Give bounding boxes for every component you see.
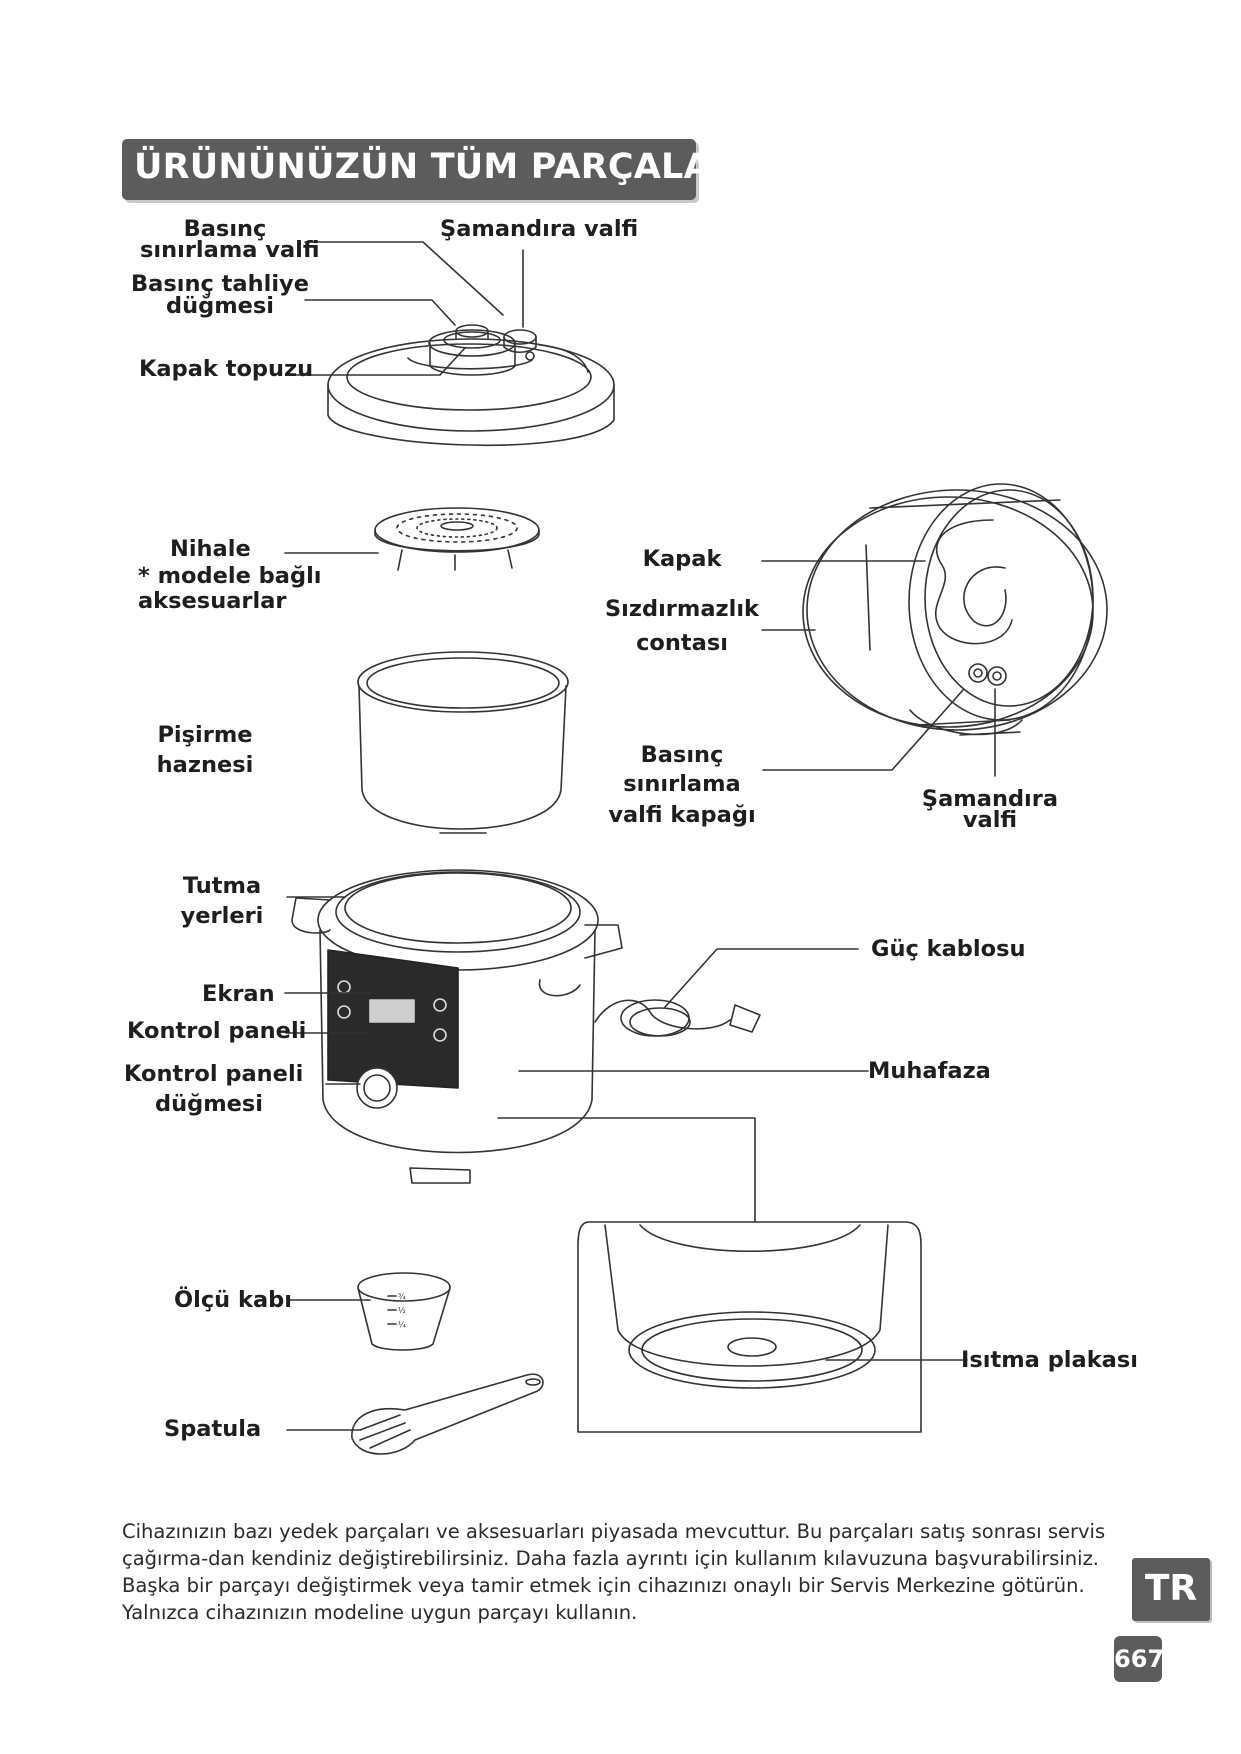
footer-note: Cihazınızın bazı yedek parçaları ve akse… — [122, 1520, 1106, 1624]
cup-mark-half: ½ — [398, 1306, 406, 1315]
lid-top-drawing — [327, 324, 615, 446]
label-cooking-bowl: Pişirme haznesi — [156, 722, 254, 779]
cup-mark-quarter: ¼ — [398, 1320, 406, 1329]
label-handles: Tutma yerleri — [180, 873, 264, 930]
label-float-valve-bottom: Şamandıra valfi — [921, 786, 1059, 834]
label-float-valve-top: Şamandıra valfi — [440, 216, 639, 242]
measuring-cup-drawing — [357, 1272, 451, 1351]
lid-underside-drawing — [802, 483, 1108, 736]
label-display: Ekran — [202, 981, 275, 1007]
label-pressure-valve-cap: Basınç sınırlama valfi kapağı — [608, 742, 756, 828]
label-measuring-cup: Ölçü kabı — [174, 1287, 292, 1313]
heating-plate-inset-drawing — [577, 1221, 922, 1433]
label-heating-plate: Isıtma plakası — [961, 1347, 1138, 1373]
label-housing: Muhafaza — [868, 1058, 991, 1084]
label-control-knob: Kontrol paneli düğmesi — [124, 1061, 304, 1118]
language-tab: TR — [1132, 1558, 1210, 1621]
steam-rack-drawing — [374, 507, 540, 571]
label-sealing-ring: Sızdırmazlık contası — [604, 596, 760, 657]
label-lid-knob: Kapak topuzu — [139, 356, 314, 382]
label-pressure-limiting-valve: Basınç sınırlama valfi — [140, 216, 320, 264]
section-title: ÜRÜNÜNÜZÜN TÜM PARÇALARI — [134, 147, 752, 187]
cooker-body-drawing — [291, 869, 761, 1184]
section-title-bar: ÜRÜNÜNÜZÜN TÜM PARÇALARI — [122, 139, 751, 200]
page-number: 667 — [1114, 1636, 1164, 1682]
leader-lines — [284, 241, 996, 1431]
label-control-panel: Kontrol paneli — [127, 1018, 307, 1044]
label-steam-rack: Nihale * modele bağlı aksesuarlar — [138, 536, 322, 614]
label-spatula: Spatula — [164, 1416, 262, 1442]
label-power-cord: Güç kablosu — [871, 936, 1026, 962]
label-lid: Kapak — [642, 546, 722, 572]
label-pressure-release-button: Basınç tahliye düğmesi — [131, 271, 309, 320]
cooking-bowl-drawing — [357, 651, 569, 834]
cup-marks: ¾ ½ ¼ — [398, 1292, 406, 1329]
spatula-drawing — [351, 1373, 544, 1455]
cup-mark-three-quarters: ¾ — [398, 1292, 406, 1301]
